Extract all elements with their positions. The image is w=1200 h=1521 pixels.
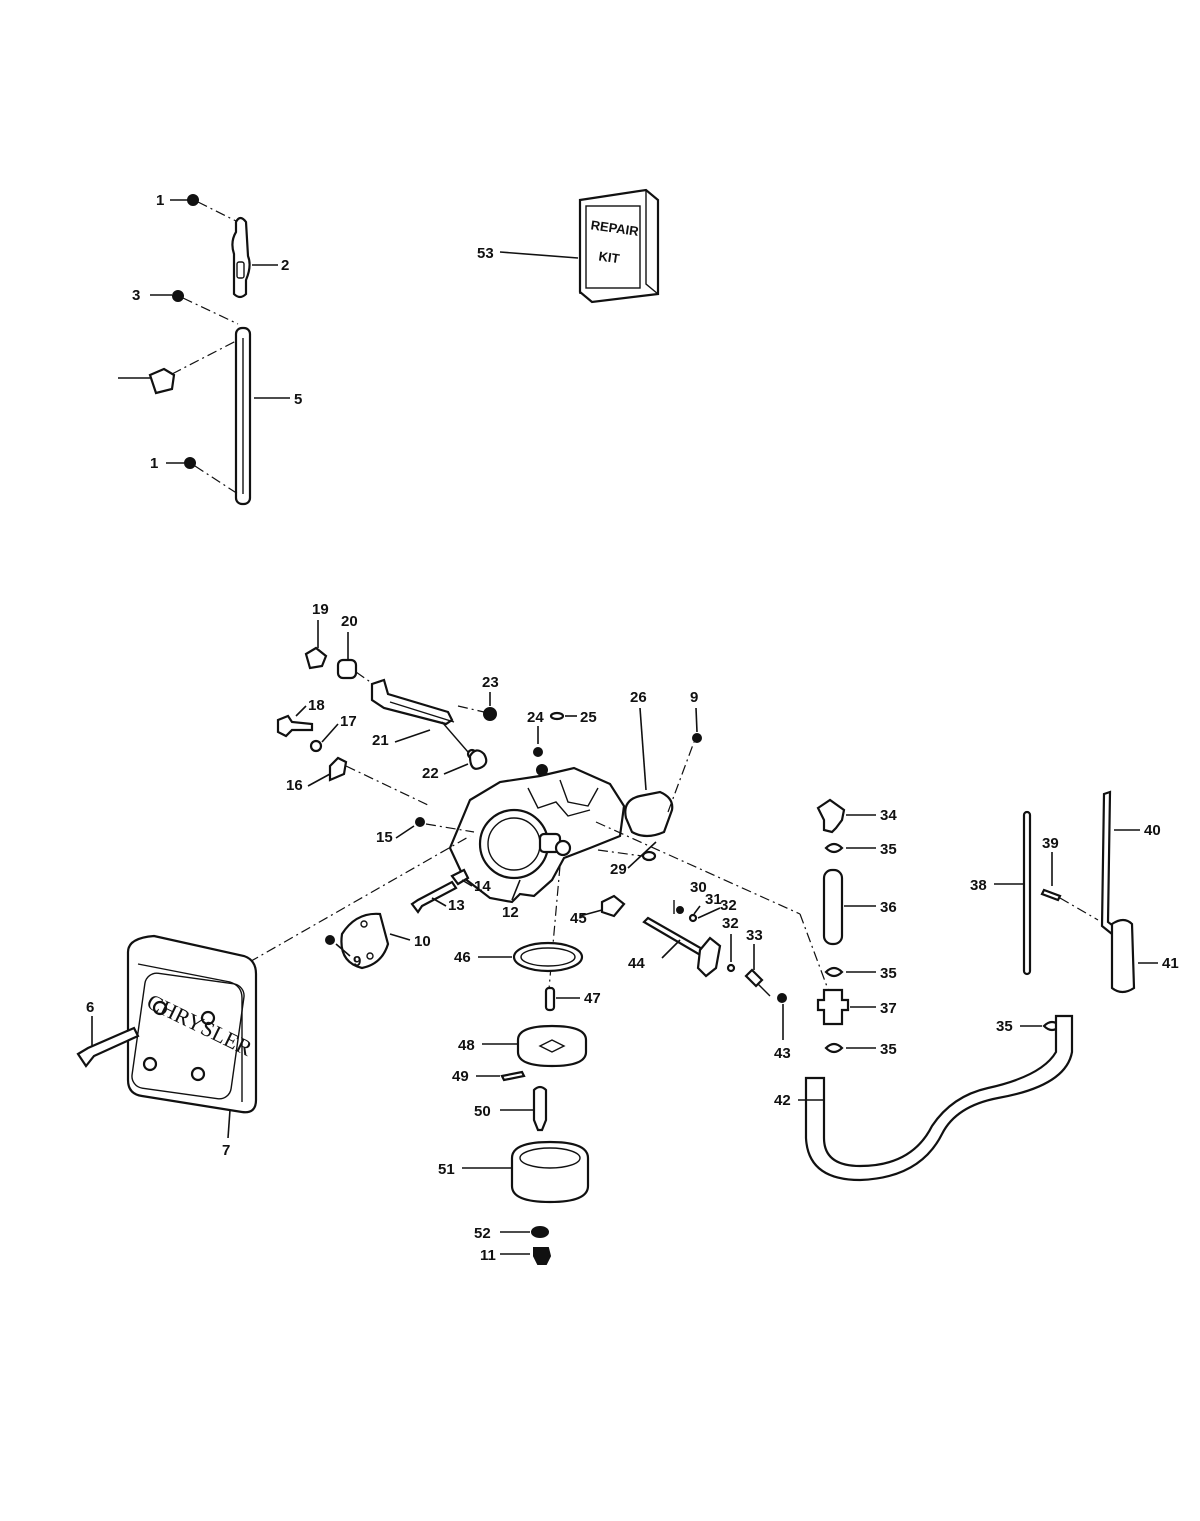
callout-34: 34 [880, 807, 897, 824]
callout-47: 47 [584, 990, 601, 1007]
gasket-10-group: 10 9 [325, 912, 431, 970]
carburetor-body: 12 15 29 14 13 [376, 764, 657, 921]
callout-18: 18 [308, 697, 325, 714]
callout-1-top: 1 [156, 192, 164, 209]
callout-3: 3 [132, 287, 140, 304]
clip-4 [148, 367, 176, 395]
screw-1-bottom [184, 457, 196, 469]
air-silencer-cover: CHRYSLER 7 6 [76, 934, 258, 1159]
callout-53: 53 [477, 245, 494, 262]
screw-1-top [187, 194, 199, 206]
callout-13: 13 [448, 897, 465, 914]
callout-31: 31 [705, 891, 722, 908]
callout-23: 23 [482, 674, 499, 691]
callout-9-lower: 9 [353, 953, 361, 970]
callout-44: 44 [628, 955, 645, 972]
callout-48: 48 [458, 1037, 475, 1054]
callout-42: 42 [774, 1092, 791, 1109]
callout-39: 39 [1042, 835, 1059, 852]
callout-16: 16 [286, 777, 303, 794]
callout-29: 29 [610, 861, 627, 878]
screw-3 [172, 290, 184, 302]
choke-shaft-group: 45 44 30 31 32 32 33 43 [570, 879, 791, 1062]
callout-33: 33 [746, 927, 763, 944]
callout-12: 12 [502, 904, 519, 921]
float-bowl-stack: 46 47 48 49 50 51 52 11 [438, 941, 601, 1265]
callout-36: 36 [880, 899, 897, 916]
callout-32-lower: 32 [722, 915, 739, 932]
callout-38: 38 [970, 877, 987, 894]
callout-35-b: 35 [880, 965, 897, 982]
repair-kit: REPAIR KIT 53 [477, 188, 660, 304]
fuel-fitting-group: 34 35 36 35 37 35 35 42 [774, 798, 1074, 1182]
callout-24: 24 [527, 709, 544, 726]
callout-15: 15 [376, 829, 393, 846]
callout-9-top: 9 [690, 689, 698, 706]
callout-10: 10 [414, 933, 431, 950]
callout-25: 25 [580, 709, 597, 726]
choke-rod-group: 38 39 40 41 [970, 790, 1179, 994]
callout-41: 41 [1162, 955, 1179, 972]
callout-32-upper: 32 [720, 897, 737, 914]
callout-52: 52 [474, 1225, 491, 1242]
callout-30: 30 [690, 879, 707, 896]
callout-40: 40 [1144, 822, 1161, 839]
repair-kit-line2: KIT [598, 248, 621, 266]
callout-22: 22 [422, 765, 439, 782]
callout-19: 19 [312, 601, 329, 618]
callout-2: 2 [281, 257, 289, 274]
callout-20: 20 [341, 613, 358, 630]
repair-kit-line1: REPAIR [590, 217, 640, 239]
rod-38 [1022, 810, 1032, 976]
throttle-shaft-area: 19 20 21 23 18 17 16 22 [276, 601, 702, 838]
callout-26: 26 [630, 689, 647, 706]
linkage-group: 1 2 3 5 1 [118, 192, 302, 506]
callout-43: 43 [774, 1045, 791, 1062]
callout-35-c: 35 [880, 1041, 897, 1058]
link-plate [231, 216, 251, 299]
callout-14: 14 [474, 878, 491, 895]
callout-35-a: 35 [880, 841, 897, 858]
callout-21: 21 [372, 732, 389, 749]
callout-46: 46 [454, 949, 471, 966]
callout-45: 45 [570, 910, 587, 927]
callout-6: 6 [86, 999, 94, 1016]
callout-51: 51 [438, 1161, 455, 1178]
callout-11: 11 [480, 1247, 496, 1264]
callout-5: 5 [294, 391, 302, 408]
callout-49: 49 [452, 1068, 469, 1085]
callout-17: 17 [340, 713, 357, 730]
callout-35-d: 35 [996, 1018, 1013, 1035]
callout-50: 50 [474, 1103, 491, 1120]
callout-37: 37 [880, 1000, 897, 1017]
callout-7: 7 [222, 1142, 230, 1159]
callout-1-bottom: 1 [150, 455, 158, 472]
